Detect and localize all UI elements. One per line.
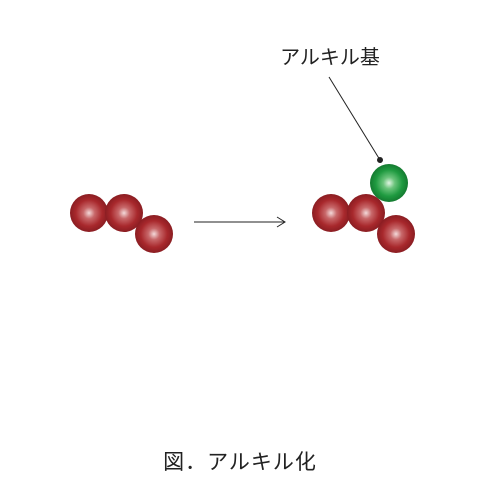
- alkyl-group-atom: [370, 164, 408, 202]
- product-atom-1: [312, 194, 350, 232]
- figure-caption: 図．アルキル化: [163, 450, 317, 474]
- reactant-molecule: [70, 194, 173, 253]
- leader-dot: [377, 157, 383, 163]
- reactant-atom-2: [105, 194, 143, 232]
- reactant-atom-1: [70, 194, 108, 232]
- product-atom-3: [377, 215, 415, 253]
- alkyl-group-label: アルキル基: [280, 45, 380, 69]
- reactant-atom-3: [135, 215, 173, 253]
- reaction-arrow: [194, 216, 286, 228]
- label-leader: [328, 76, 383, 163]
- product-atom-2: [347, 194, 385, 232]
- product-molecule: [312, 164, 415, 253]
